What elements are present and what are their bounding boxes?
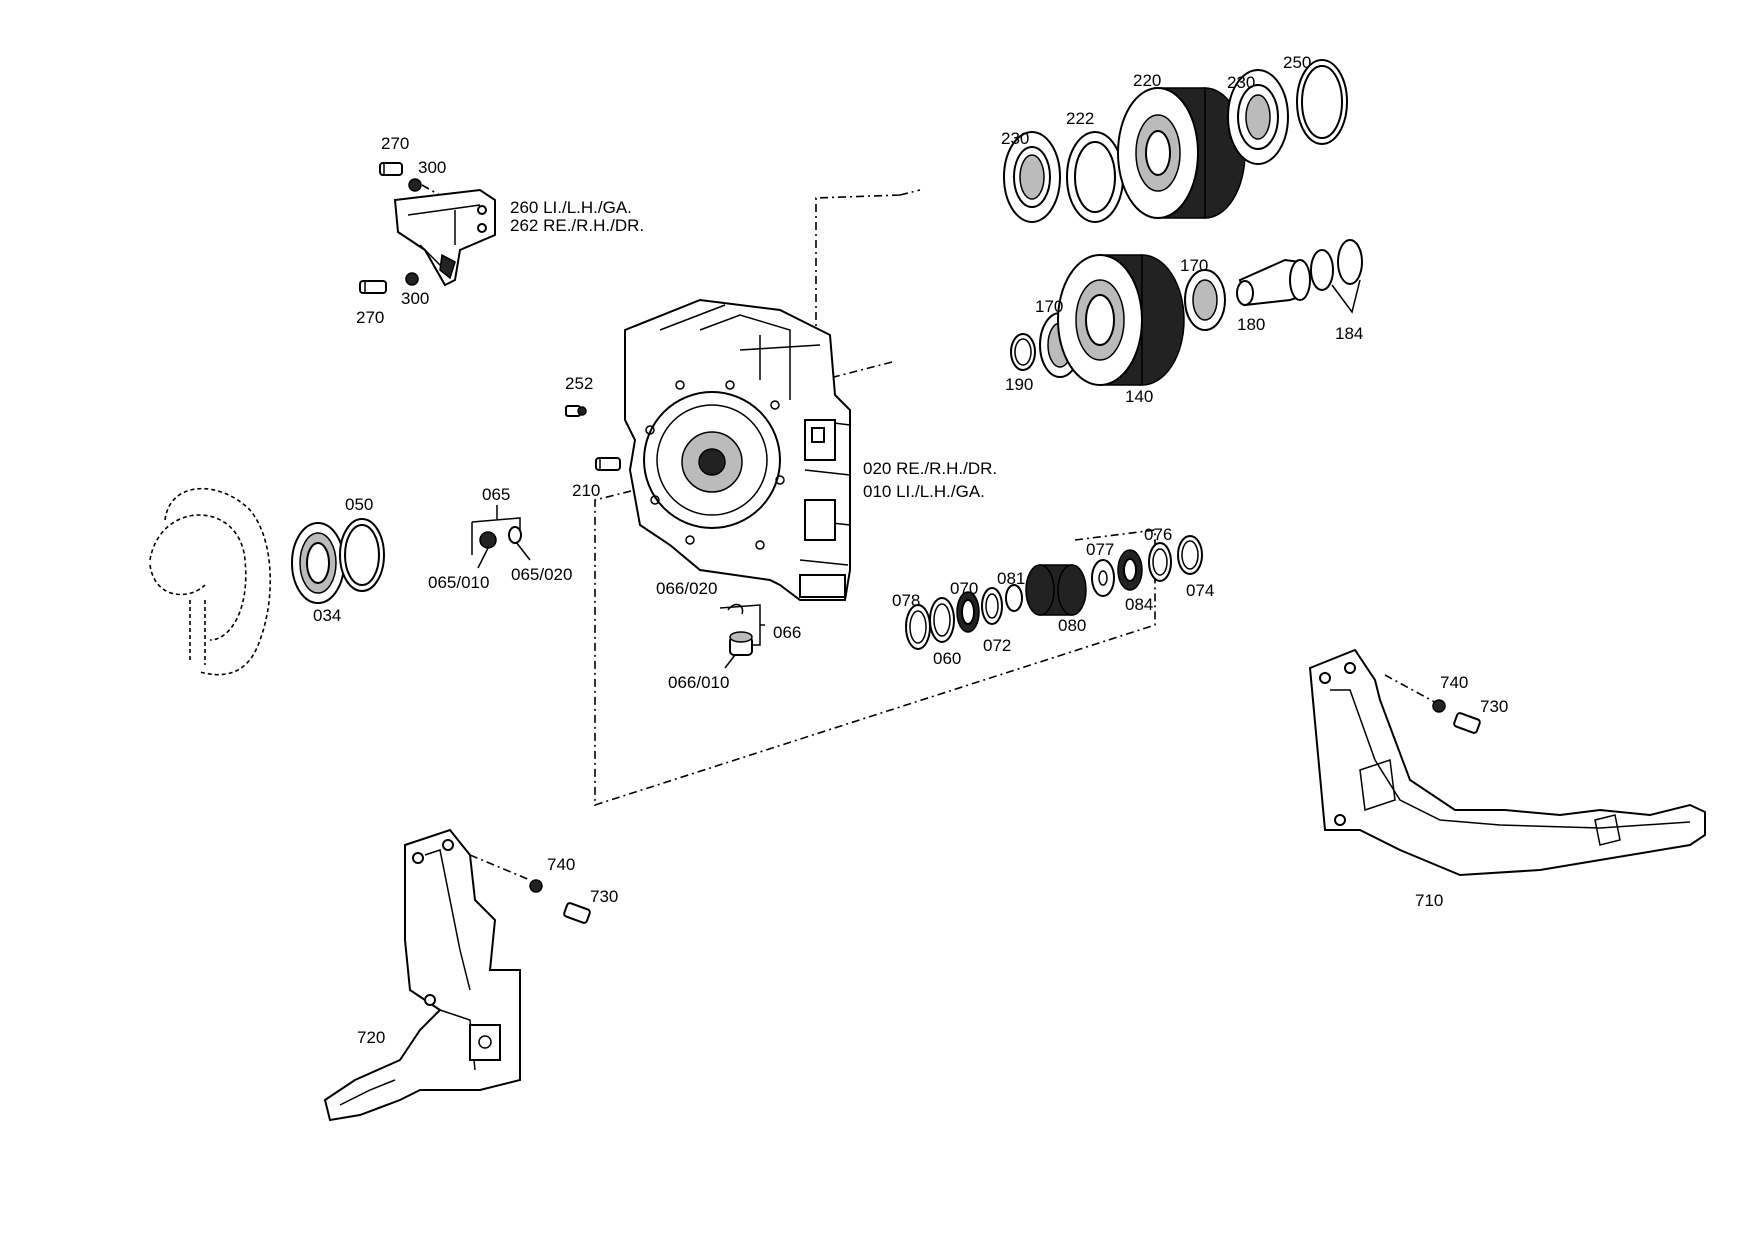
label-080: 080	[1058, 616, 1086, 635]
ring-050	[339, 518, 385, 592]
plug-252	[565, 405, 587, 417]
label-170-left: 170	[1035, 297, 1063, 316]
bolt-730-right	[1453, 712, 1481, 734]
label-180: 180	[1237, 315, 1265, 334]
label-250: 250	[1283, 53, 1311, 72]
label-190: 190	[1005, 375, 1033, 394]
plug-group-066	[719, 603, 761, 656]
ring-190	[1010, 333, 1036, 371]
label-300-upper: 300	[418, 158, 446, 177]
bearing-230-left	[1003, 131, 1061, 223]
ring-078	[905, 604, 931, 650]
leader-bearing-stack	[594, 489, 1156, 807]
label-262: 262 RE./R.H./DR.	[510, 216, 644, 235]
bolt-210	[595, 457, 621, 471]
label-220: 220	[1133, 71, 1161, 90]
label-730-left: 730	[590, 887, 618, 906]
ring-076	[1148, 542, 1172, 582]
shaft-180	[1236, 258, 1311, 307]
label-084: 084	[1125, 595, 1153, 614]
label-140: 140	[1125, 387, 1153, 406]
label-710: 710	[1415, 891, 1443, 910]
leader-bracket-720	[469, 854, 531, 881]
support-bracket-710	[1308, 648, 1706, 877]
ring-072	[981, 587, 1003, 625]
label-060: 060	[933, 649, 961, 668]
label-720: 720	[357, 1028, 385, 1047]
label-076: 076	[1144, 525, 1172, 544]
label-210: 210	[572, 481, 600, 500]
bearing-230-right	[1227, 69, 1289, 165]
label-260: 260 LI./L.H./GA.	[510, 198, 632, 217]
ring-074	[1177, 535, 1203, 575]
gear-220	[1117, 87, 1246, 219]
leader-065-010	[477, 547, 489, 569]
bearing-170-right	[1184, 269, 1226, 331]
ring-070	[956, 591, 980, 633]
ring-222	[1066, 131, 1124, 223]
rings-184	[1310, 239, 1363, 314]
label-065: 065	[482, 485, 510, 504]
ring-084	[1117, 549, 1143, 591]
label-170-right: 170	[1180, 256, 1208, 275]
label-081: 081	[997, 569, 1025, 588]
label-184: 184	[1335, 324, 1363, 343]
label-300-lower: 300	[401, 289, 429, 308]
label-740-right: 740	[1440, 673, 1468, 692]
label-730-right: 730	[1480, 697, 1508, 716]
washer-740-right	[1432, 699, 1446, 713]
mount-bracket-260	[393, 188, 496, 287]
leader-bracket-710	[1384, 674, 1441, 706]
label-065-010: 065/010	[428, 573, 489, 592]
label-740-left: 740	[547, 855, 575, 874]
label-066-020: 066/020	[656, 579, 717, 598]
leader-065-020	[515, 541, 531, 561]
bolt-730-left	[563, 902, 591, 924]
ring-081	[1005, 584, 1023, 612]
washer-300-lower	[405, 272, 419, 286]
ring-077	[1091, 559, 1115, 597]
label-010: 010 LI./L.H./GA.	[863, 482, 985, 501]
support-bracket-720	[323, 828, 521, 1122]
label-222: 222	[1066, 109, 1094, 128]
bearing-034	[291, 522, 345, 604]
label-074: 074	[1186, 581, 1214, 600]
washer-300-upper	[408, 178, 422, 192]
roller-080	[1025, 564, 1087, 616]
label-066-010: 066/010	[668, 673, 729, 692]
bolt-270-upper	[379, 162, 403, 176]
label-070: 070	[950, 579, 978, 598]
plug-group-065	[471, 517, 522, 555]
label-270-upper: 270	[381, 134, 409, 153]
label-077: 077	[1086, 540, 1114, 559]
label-072: 072	[983, 636, 1011, 655]
washer-740-left	[529, 879, 543, 893]
ghost-assembly	[149, 487, 272, 676]
housing-010-020	[624, 298, 851, 601]
label-066: 066	[773, 623, 801, 642]
label-078: 078	[892, 591, 920, 610]
label-230-left: 230	[1001, 129, 1029, 148]
ring-060	[929, 597, 955, 643]
label-034: 034	[313, 606, 341, 625]
label-252: 252	[565, 374, 593, 393]
label-065-020: 065/020	[511, 565, 572, 584]
gear-140	[1057, 254, 1185, 386]
label-270-lower: 270	[356, 308, 384, 327]
bolt-270-lower	[359, 280, 387, 294]
label-020: 020 RE./R.H./DR.	[863, 459, 997, 478]
label-230-right: 230	[1227, 73, 1255, 92]
ring-250	[1296, 59, 1348, 145]
label-050: 050	[345, 495, 373, 514]
leader-066-010	[724, 654, 736, 669]
